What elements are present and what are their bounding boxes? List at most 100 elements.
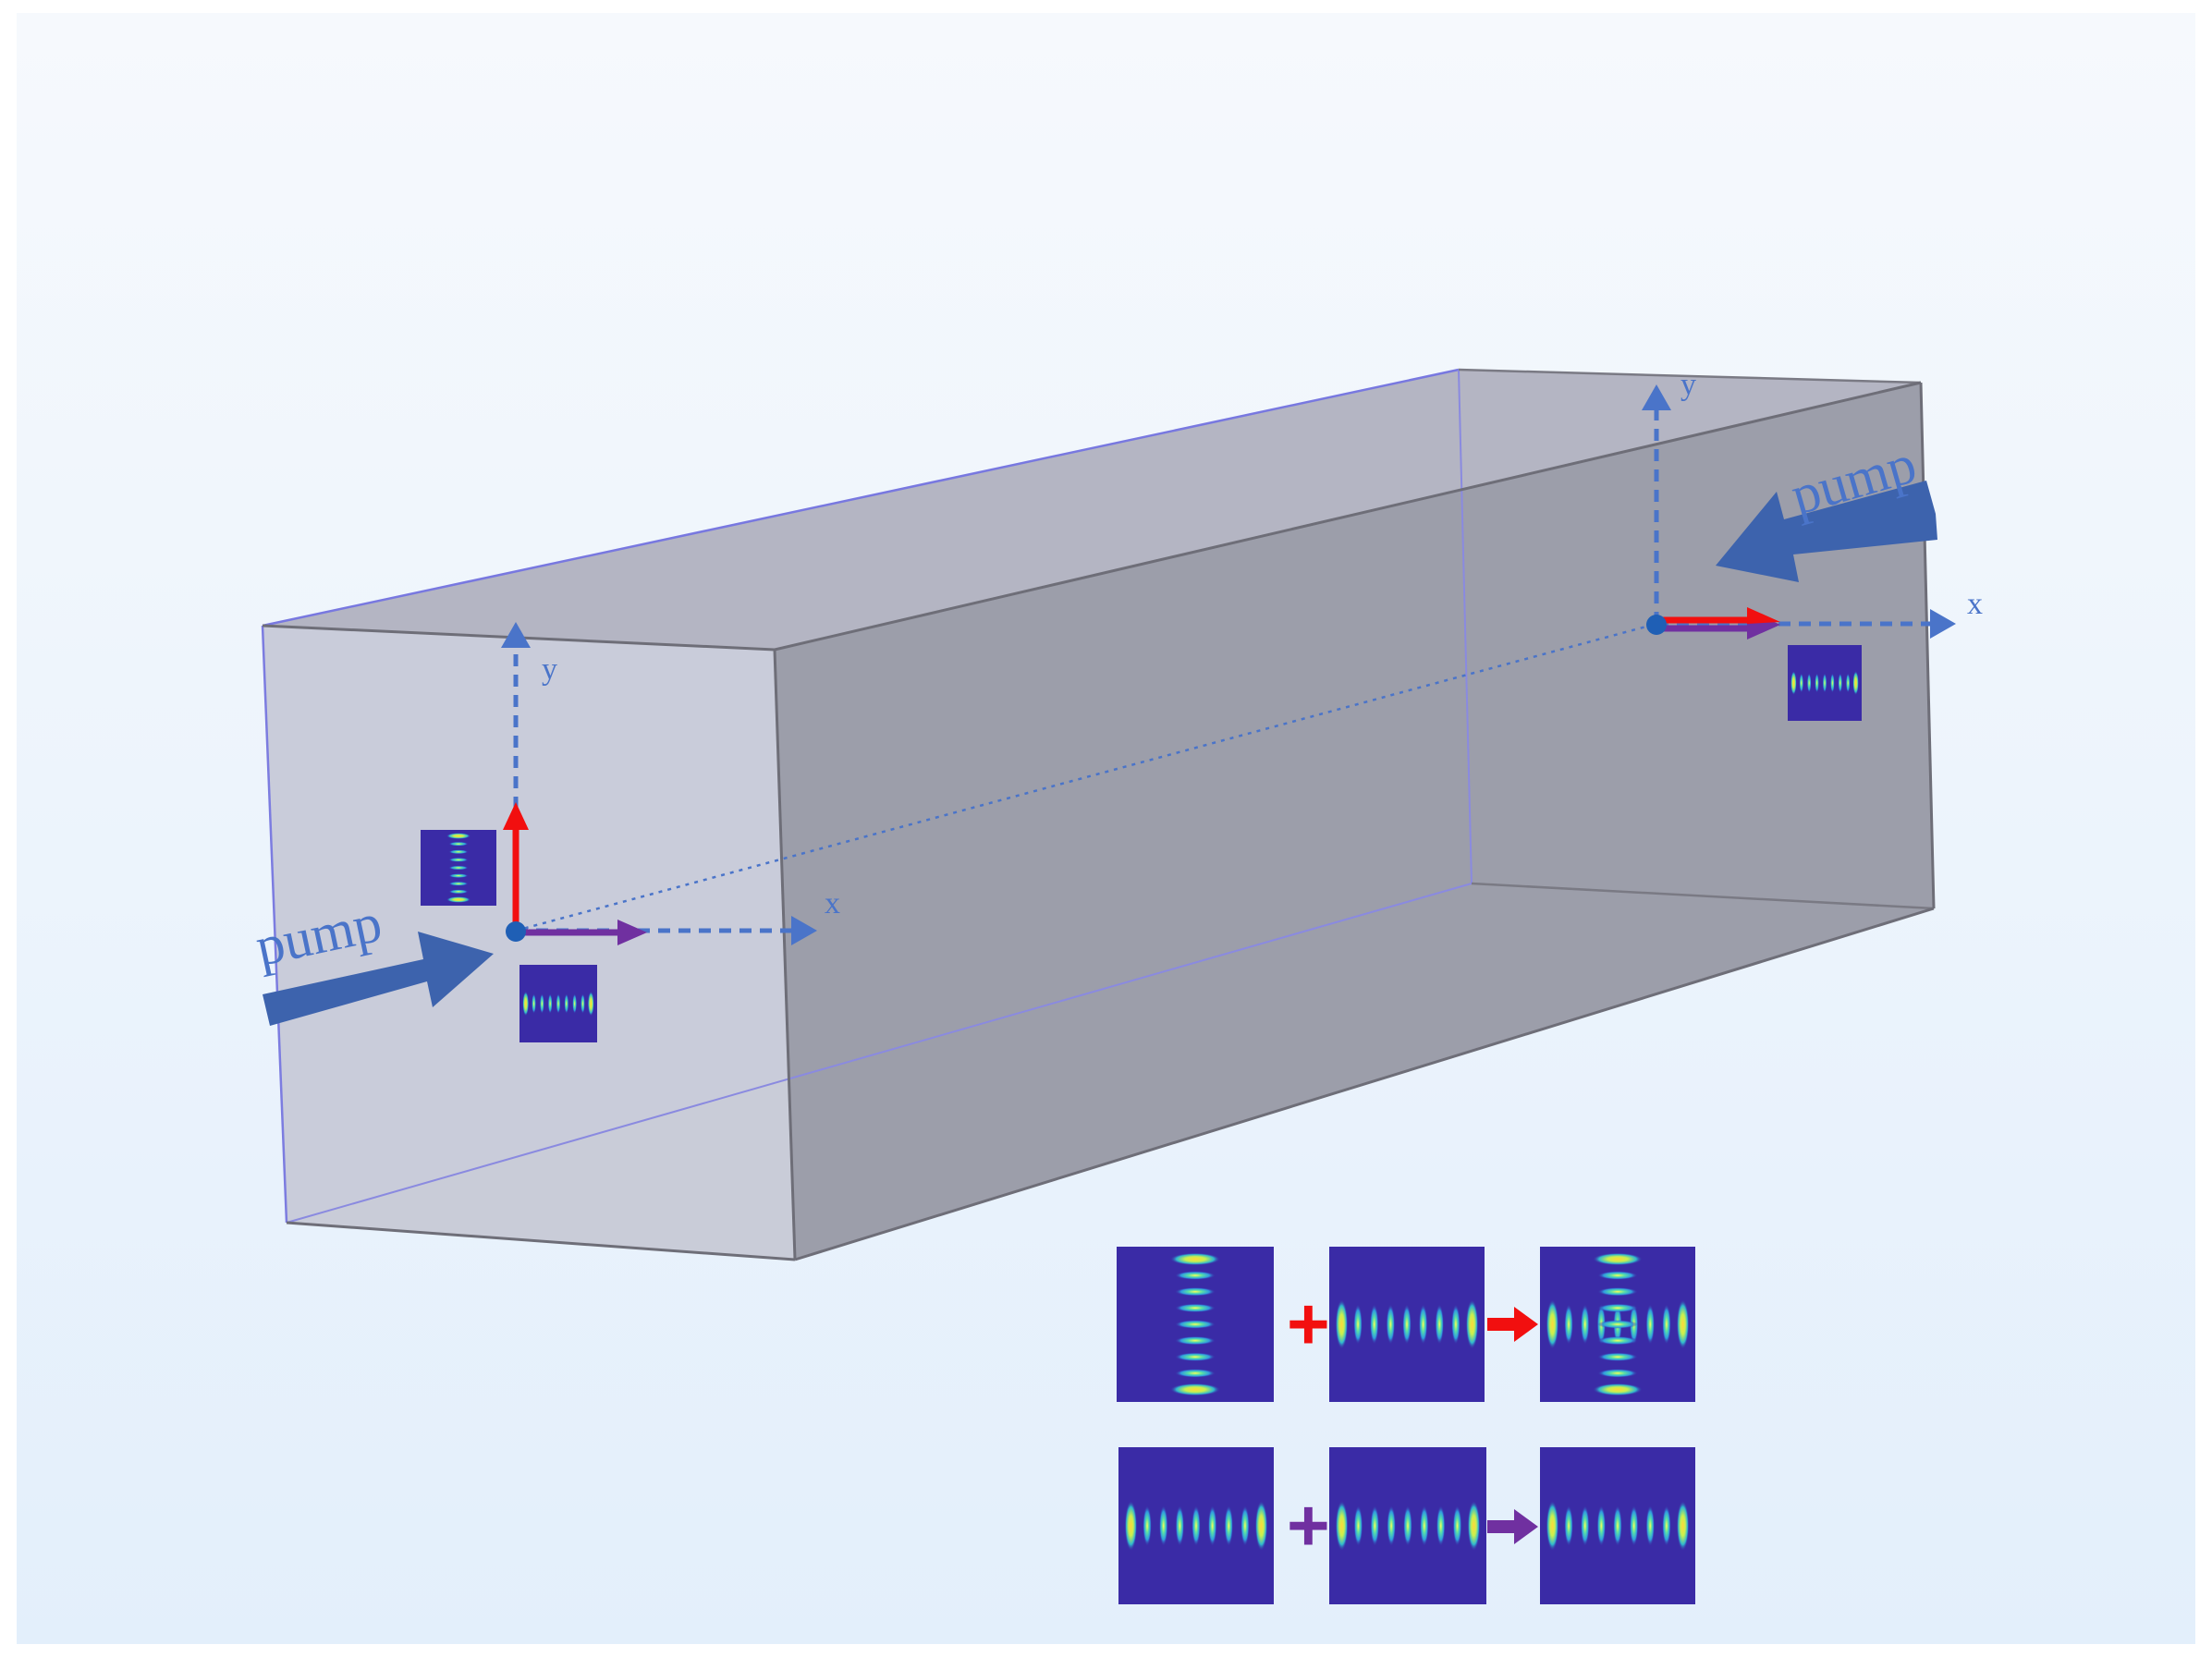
origin-dot-right <box>1646 615 1667 635</box>
mode-lobe <box>540 993 544 1014</box>
mode-lobe <box>1629 1505 1639 1547</box>
mode-lobe <box>1564 1505 1573 1547</box>
mode-lobe <box>1467 1500 1481 1552</box>
mode-lobe <box>1596 1505 1607 1547</box>
mode-lobe <box>522 991 530 1017</box>
x-polarization-arrowhead <box>617 920 647 945</box>
mode-lobe <box>446 833 471 839</box>
mode-lobe <box>1815 673 1819 693</box>
mode-lobe <box>1597 1303 1638 1313</box>
x-axis-left-label: x <box>825 886 840 920</box>
x-axis-right-arrowhead <box>1930 609 1956 639</box>
mode-lobe <box>532 993 536 1014</box>
mode-lobe <box>1597 1320 1638 1329</box>
mode-lobe <box>1418 1304 1428 1345</box>
mode-lobe <box>1645 1304 1655 1345</box>
plus-sign-purple: + <box>1287 1484 1330 1566</box>
mode-lobe <box>1546 1299 1559 1349</box>
mode-lobe <box>1597 1271 1638 1280</box>
pump-arrow-left <box>263 932 494 1026</box>
mode-lobe <box>1370 1505 1380 1547</box>
mode-lobe <box>1174 1320 1216 1329</box>
mode-lobe <box>1386 1304 1396 1345</box>
mode-lobe <box>1662 1304 1671 1345</box>
mode-lobe <box>1353 1304 1363 1345</box>
mode-lobe <box>1175 1505 1185 1547</box>
mode-lobe <box>580 993 585 1014</box>
mode-lobe <box>1845 673 1851 693</box>
y-polarization-arrowhead <box>503 802 529 830</box>
mode-lobe <box>1593 1252 1643 1266</box>
mode-lobe <box>564 993 569 1014</box>
y-axis-left-arrowhead <box>501 622 531 648</box>
mode-lobe <box>1403 1505 1412 1547</box>
mode-lobe <box>448 881 469 886</box>
mode-lobe <box>1192 1505 1201 1547</box>
y-axis-right-arrowhead <box>1642 384 1671 410</box>
mode-lobe <box>1159 1505 1168 1547</box>
mode-lobe <box>1174 1352 1216 1361</box>
box-side-face <box>775 383 1934 1260</box>
mode-lobe <box>1143 1505 1152 1547</box>
x-axis-left-arrowhead <box>791 916 817 945</box>
mode-lobe <box>1435 1304 1444 1345</box>
mode-lobe <box>1387 1505 1396 1547</box>
mode-lobe <box>1240 1505 1250 1547</box>
mode-lobe <box>1597 1335 1638 1346</box>
box-top-face <box>263 370 1921 650</box>
output-axes: y x <box>1642 368 1983 640</box>
mode-lobe <box>1124 1500 1138 1552</box>
mode-lobe <box>547 993 553 1014</box>
mode-lobe <box>1224 1505 1233 1547</box>
mode-lobe <box>1207 1505 1217 1547</box>
mode-lobe <box>1174 1303 1216 1313</box>
mode-lobe <box>1581 1304 1590 1345</box>
mode-lobe <box>448 841 469 847</box>
mode-lobe <box>1402 1304 1412 1345</box>
mode-lobe <box>1174 1369 1216 1378</box>
mode-lobe <box>1597 1369 1638 1378</box>
mode-lobe <box>572 993 577 1014</box>
mode-lobe <box>1564 1304 1573 1345</box>
mode-lobe <box>1593 1383 1643 1396</box>
mode-lobe <box>556 993 561 1014</box>
mode-lobe <box>1852 670 1859 696</box>
origin-dot-left <box>506 921 526 942</box>
mode-lobe <box>1353 1505 1363 1547</box>
output-red-arrowhead <box>1747 607 1780 624</box>
mode-lobe <box>1597 1352 1638 1361</box>
mode-lobe <box>1838 673 1843 693</box>
mode-lobe <box>448 858 469 862</box>
mode-lobe <box>448 889 469 895</box>
mode-lobe <box>1546 1500 1559 1552</box>
plus-sign-red: + <box>1287 1283 1330 1365</box>
mode-lobe <box>1790 670 1797 696</box>
mode-lobe <box>1676 1500 1690 1552</box>
mode-lobe <box>1799 673 1804 693</box>
propagation-axis <box>515 622 1657 932</box>
mode-lobe <box>1830 673 1835 693</box>
mode-lobe <box>446 896 471 903</box>
arrow-purple-head <box>1514 1509 1538 1544</box>
mode-lobe <box>1174 1287 1216 1297</box>
mode-lobe <box>1254 1500 1268 1552</box>
mode-lobe <box>1452 1505 1462 1547</box>
mode-intensity-patterns <box>446 670 1859 1552</box>
input-axes: y x <box>501 622 840 945</box>
arrow-red-shaft <box>1487 1318 1522 1331</box>
mode-lobe <box>1451 1304 1460 1345</box>
mode-lobe <box>1174 1335 1216 1346</box>
mode-lobe <box>1335 1500 1349 1552</box>
pump-arrow-right <box>1716 481 1937 582</box>
mode-lobe <box>448 849 469 855</box>
y-axis-left-label: y <box>542 652 557 687</box>
box-front-face <box>263 626 795 1260</box>
arrow-red-head <box>1514 1307 1538 1342</box>
mode-lobe <box>1169 1383 1221 1396</box>
mode-lobe <box>1662 1505 1671 1547</box>
mode-lobe <box>1822 673 1827 693</box>
mode-lobe <box>1420 1505 1429 1547</box>
mode-lobe <box>1581 1505 1590 1547</box>
